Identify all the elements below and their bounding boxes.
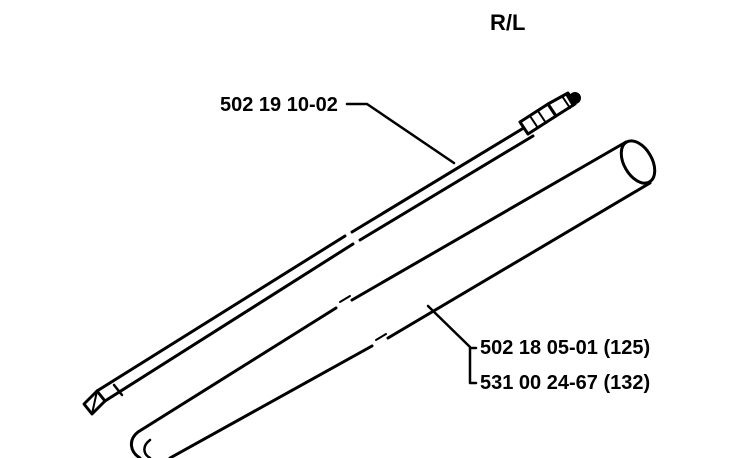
shaft-tube-part-number-125: 502 18 05-01 (125) — [480, 337, 650, 359]
leader-lines — [345, 102, 478, 385]
model-code-label: R/L — [490, 10, 525, 35]
shaft-tube — [130, 139, 657, 458]
drive-shaft-leader — [345, 102, 456, 165]
drive-shaft-part-number: 502 19 10-02 — [220, 94, 338, 116]
shaft-tube-leader — [426, 304, 472, 349]
drive-shaft — [82, 91, 581, 416]
part-number-bracket — [468, 346, 478, 385]
shaft-tube-part-number-132: 531 00 24-67 (132) — [480, 372, 650, 394]
